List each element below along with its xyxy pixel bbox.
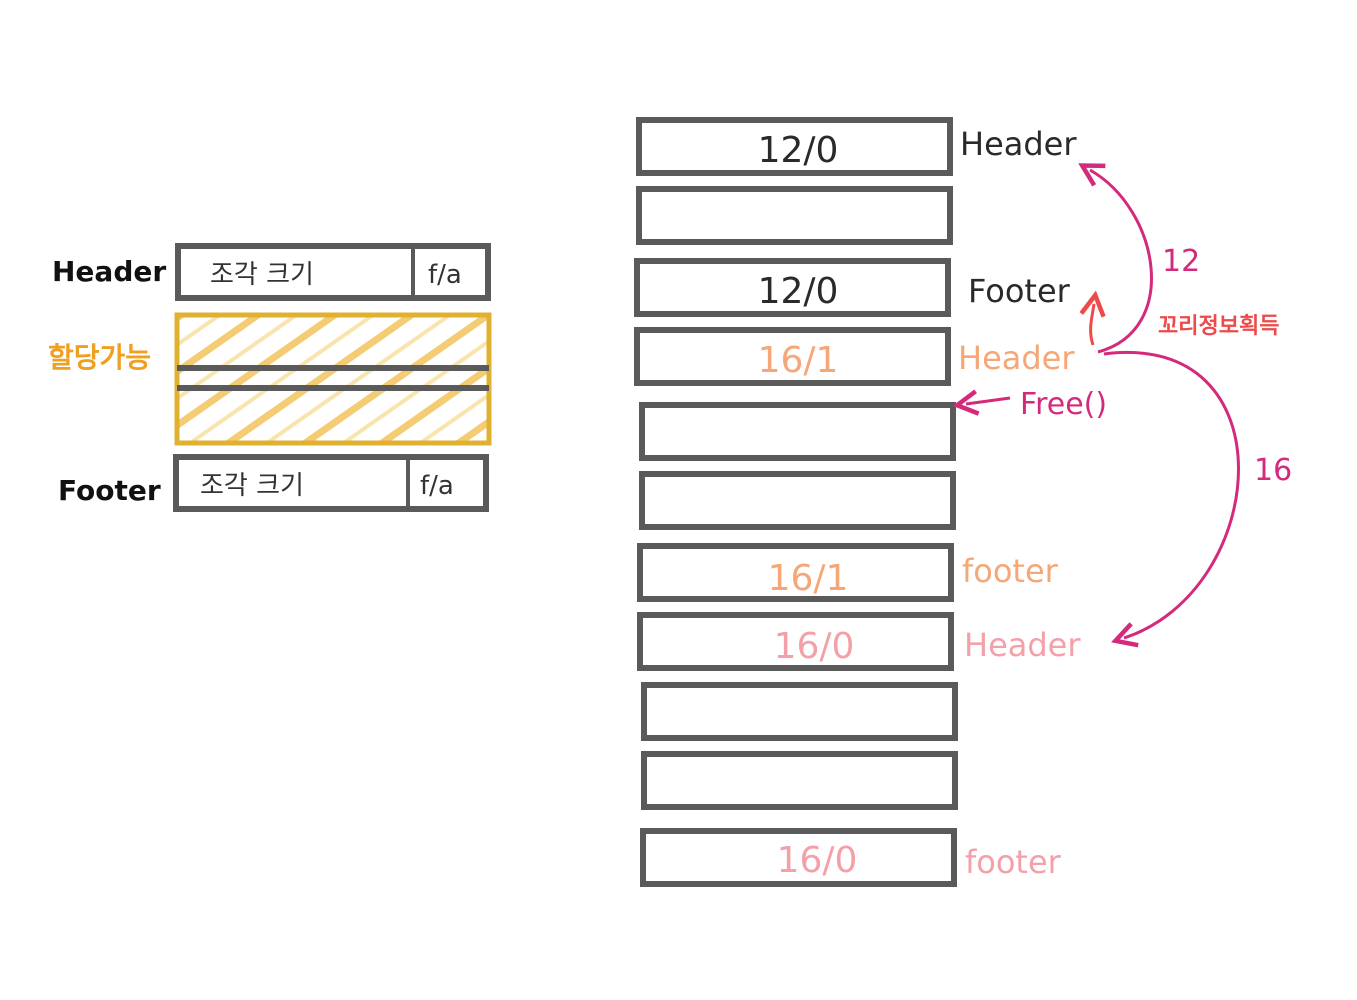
block-value: 16/0	[777, 840, 858, 881]
jump-up-arrow	[1090, 170, 1153, 354]
tail-info-arrow	[1091, 304, 1094, 346]
heap-block	[640, 828, 957, 887]
side-label: Header	[960, 125, 1077, 163]
side-label: Header	[964, 626, 1081, 664]
block-value: 16/1	[768, 558, 849, 599]
side-label: Footer	[968, 272, 1071, 310]
heap-block	[636, 117, 953, 176]
block-legend: Header 조각 크기 f/a 할당가능 Footer 조각 크기 f/a	[48, 243, 492, 512]
jump-down-arrow	[1103, 350, 1240, 638]
heap-block	[634, 327, 951, 386]
jump-up-label: 12	[1162, 244, 1200, 279]
side-label: footer	[965, 843, 1062, 881]
heap-blocks	[634, 117, 958, 887]
heap-block	[641, 751, 958, 810]
legend-header-label: Header	[52, 255, 166, 288]
heap-block	[637, 543, 954, 602]
legend-footer-flag: f/a	[420, 471, 454, 501]
legend-header-size: 조각 크기	[210, 260, 314, 290]
heap-block	[639, 471, 956, 530]
legend-footer-box	[173, 454, 489, 512]
heap-block	[634, 258, 951, 317]
legend-header-flag: f/a	[428, 260, 462, 290]
block-value: 16/1	[758, 340, 839, 381]
block-value: 16/0	[774, 626, 855, 667]
block-side-labels: Header Footer Header footer Header foote…	[958, 125, 1081, 881]
legend-footer-label: Footer	[58, 474, 161, 507]
legend-header-box	[175, 243, 491, 301]
heap-block	[641, 682, 958, 741]
legend-payload-box	[174, 312, 492, 446]
heap-block	[636, 186, 953, 245]
free-label: Free()	[1020, 387, 1107, 422]
heap-block	[637, 612, 954, 671]
annotations: 12 꼬리정보획득 Free() 16	[966, 170, 1292, 638]
block-values: 12/0 12/0 16/1 16/1 16/0 16/0	[758, 130, 858, 881]
jump-down-label: 16	[1254, 453, 1292, 488]
legend-payload-label: 할당가능	[48, 341, 151, 374]
free-arrow	[966, 398, 1011, 404]
heap-block	[639, 402, 956, 461]
side-label: Header	[958, 339, 1075, 377]
tail-info-label: 꼬리정보획득	[1158, 314, 1279, 339]
legend-footer-size: 조각 크기	[200, 471, 304, 501]
block-value: 12/0	[758, 130, 839, 171]
block-value: 12/0	[758, 271, 839, 312]
side-label: footer	[962, 552, 1059, 590]
